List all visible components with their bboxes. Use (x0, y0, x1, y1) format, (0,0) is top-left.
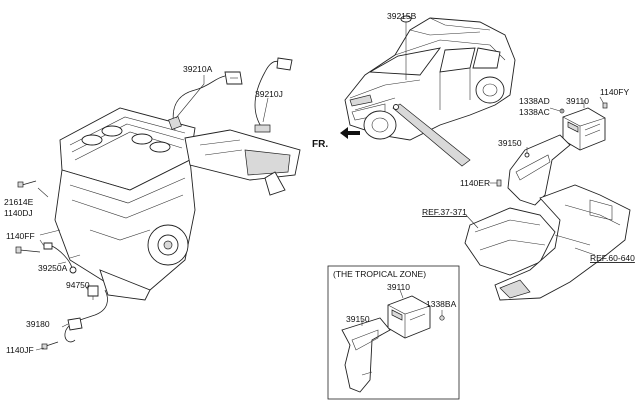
label-39215b: 39215B (387, 11, 417, 21)
tropical-zone-frame (327, 265, 460, 400)
label-39180: 39180 (26, 319, 50, 329)
tropical-bolt-1338ba (439, 310, 445, 321)
oxygen-sensor-39210j (254, 57, 293, 133)
plug-39215b (400, 15, 412, 80)
label-ref-37-371: REF.37-371 (422, 207, 467, 217)
knock-sensor (43, 242, 77, 274)
tropical-ecu-39110 (387, 295, 431, 339)
label-21614e: 21614E (4, 197, 34, 207)
bolt-1140ff (15, 246, 41, 254)
tropical-bracket-39150 (341, 317, 391, 393)
engine-block (39, 107, 196, 301)
label-39150: 39150 (498, 138, 522, 148)
label-1140dj: 1140DJ (4, 208, 33, 218)
oxygen-sensor-39210a (168, 71, 243, 131)
tropical-zone-title: (THE TROPICAL ZONE) (333, 269, 426, 279)
vehicle (344, 17, 516, 141)
label-39250a: 39250A (38, 263, 68, 273)
location-pointer (392, 103, 471, 167)
label-1338ad: 1338AD (519, 96, 550, 106)
label-tropical-39110: 39110 (387, 282, 410, 292)
label-1338ac: 1338AC (519, 107, 550, 117)
label-39110: 39110 (566, 96, 589, 106)
bolt-1140fy (599, 96, 608, 109)
label-94750: 94750 (66, 280, 90, 290)
label-1140ff: 1140FF (6, 231, 35, 241)
body-structure (464, 184, 631, 301)
label-1140jf: 1140JF (6, 345, 34, 355)
bolt-1140er (490, 179, 502, 187)
bolt-1140jf (41, 341, 59, 350)
label-tropical-39150: 39150 (346, 314, 370, 324)
crank-position-sensor (64, 289, 108, 343)
label-tropical-1338ba: 1338BA (426, 299, 457, 309)
exhaust-manifold (184, 129, 301, 196)
label-ref-60-640: REF.60-640 (590, 253, 635, 263)
cam-position-sensor (87, 285, 99, 300)
label-fr: FR. (312, 139, 328, 150)
front-direction-arrow (340, 127, 360, 139)
label-39210j: 39210J (255, 89, 283, 99)
label-1140er: 1140ER (460, 178, 490, 188)
label-39210a: 39210A (183, 64, 213, 74)
bolt-21614e (17, 180, 37, 188)
label-1140fy: 1140FY (600, 87, 629, 97)
